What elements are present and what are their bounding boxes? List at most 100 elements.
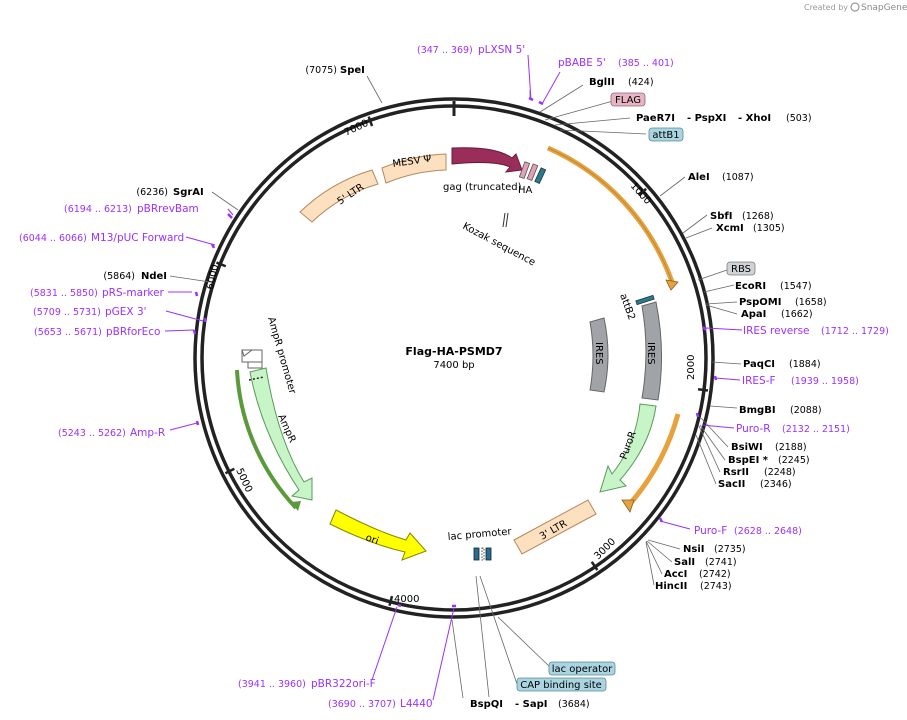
plasmid-length: 7400 bp [433,360,474,371]
primer-pbrforeco[interactable]: pBRforEco [106,326,160,338]
site-ndei[interactable]: NdeI [141,271,167,282]
box-cap[interactable] [516,677,607,692]
site-alei-pos: (1087) [722,172,754,183]
tick-label-5000: 5000 [233,467,254,495]
feature-ha-tag [526,163,539,182]
orf-arrowhead-ampr [291,501,301,511]
primer-plxsn[interactable]: pLXSN 5' [478,44,525,56]
primer-puror-range: (2132 .. 2151) [782,424,850,435]
box-flag-label: FLAG [615,95,641,106]
site-xhoi[interactable]: - XhoI [738,113,771,124]
primer-pbr322[interactable]: pBR322ori-F [311,678,376,690]
feature-cap-site-mark [485,547,492,561]
site-ecori-pos: (1547) [780,281,812,292]
site-sbfi[interactable]: SbfI [710,211,732,222]
orf-arrowhead-psmd7 [665,279,679,291]
site-bglii-pos: (424) [628,77,654,88]
site-xcmi-pos: (1305) [753,223,785,234]
orf-arc-psmd7-edge [547,147,673,283]
feature-ampr-promoter-tail [247,361,263,369]
site-sali[interactable]: SalI [674,557,695,568]
site-pspomi-pos: (1658) [795,297,827,308]
tick-mark-7000 [367,116,374,127]
tick-marks [215,116,709,607]
snapgene-logo-icon [850,2,860,12]
primer-iresf[interactable]: IRES-F [742,375,776,387]
primer-ampr[interactable]: Amp-R [130,427,165,439]
site-hincii[interactable]: HincII [655,581,687,592]
box-rbs[interactable] [726,261,756,276]
site-paer7i[interactable]: PaeR7I [636,113,675,124]
tick-mark-4000 [388,595,394,607]
site-sapi[interactable]: - SapI [515,699,547,710]
feature-attb1-mark [534,167,547,185]
primer-marks [192,96,718,608]
site-bspei[interactable]: BspEI * [728,455,769,466]
site-bglii[interactable]: BglII [589,77,615,88]
box-lac-operator-label: lac operator [552,664,613,675]
site-alei[interactable]: AleI [688,172,710,183]
feature-ampr-promoter-head [241,349,254,357]
site-ecori[interactable]: EcoRI [735,281,766,292]
primer-pbrrevbam[interactable]: pBRrevBam [137,203,199,215]
primer-plxsn-range: (347 .. 369) [417,45,473,56]
ampr-start-mark [248,376,265,381]
box-cap-label: CAP binding site [520,680,602,691]
site-apai[interactable]: ApaI [741,309,766,320]
primer-pbrforeco-range: (5653 .. 5671) [34,327,102,338]
primer-iresrev[interactable]: IRES reverse [743,325,810,337]
site-spei[interactable]: SpeI [340,65,365,76]
box-lac-operator[interactable] [548,661,616,676]
primer-iresrev-range: (1712 .. 1729) [821,326,889,337]
site-bsiwi[interactable]: BsiWI [731,442,763,453]
site-acci-pos: (2742) [699,569,731,580]
site-acci[interactable]: AccI [664,569,687,580]
site-pspxi[interactable]: - PspXI [687,113,726,124]
site-sacii[interactable]: SacII [718,479,745,490]
site-bmgbi[interactable]: BmgBI [739,405,776,416]
site-sbfi-pos: (1268) [742,211,774,222]
feature-lacprom-label: lac promoter [447,526,513,543]
orf-arc-psmd7 [546,145,675,283]
tick-mark-3000 [590,561,599,571]
tick-label-4000: 4000 [394,594,419,605]
feature-5ltr [299,169,379,223]
feature-attb2-label: attB2 [617,292,637,321]
site-rsrii[interactable]: RsrII [723,467,749,478]
site-nsii[interactable]: NsiI [683,544,704,555]
primer-prsmarker[interactable]: pRS-marker [102,287,165,299]
site-paqci[interactable]: PaqCI [743,359,775,370]
feature-gag-label: gag (truncated) [443,182,522,193]
kozak-mark-a [502,212,506,228]
primer-m13-range: (6044 .. 6066) [19,233,87,244]
site-spei-pos: (7075) [305,65,337,76]
feature-mesv-label: MESV Ψ [392,154,432,170]
primer-puror[interactable]: Puro-R [736,423,771,435]
plasmid-name: Flag-HA-PSMD7 [405,345,502,358]
feature-ires-inner-label: IRES [593,342,604,365]
tick-mark-2000 [697,388,709,392]
site-pspomi[interactable]: PspOMI [739,297,781,308]
primer-pbabe[interactable]: pBABE 5' [558,57,606,69]
leader-lines [169,75,742,699]
site-xcmi[interactable]: XcmI [716,223,744,234]
site-bspqi-pos: (3684) [558,699,590,710]
primer-l4440[interactable]: L4440 [400,698,433,710]
site-hincii-pos: (2743) [700,581,732,592]
primer-purof[interactable]: Puro-F [694,525,727,537]
site-xhoi-pos: (503) [786,113,812,124]
feature-attb2-mark [635,294,655,306]
primer-prsmarker-range: (5831 .. 5850) [30,288,98,299]
box-attb1[interactable] [648,127,684,142]
primer-pgex3[interactable]: pGEX 3' [105,306,147,318]
site-bspqi[interactable]: BspQI [470,699,503,710]
primer-pbabe-range: (385 .. 401) [618,58,674,69]
primer-m13[interactable]: M13/pUC Forward [91,232,184,244]
tick-label-6000: 6000 [205,263,221,290]
orf-arc-puro [626,413,681,508]
box-rbs-label: RBS [731,264,751,275]
site-sacii-pos: (2346) [760,479,792,490]
site-sgrai[interactable]: SgrAI [173,187,204,198]
primer-l4440-range: (3690 .. 3707) [328,699,396,710]
box-flag[interactable] [610,92,646,107]
